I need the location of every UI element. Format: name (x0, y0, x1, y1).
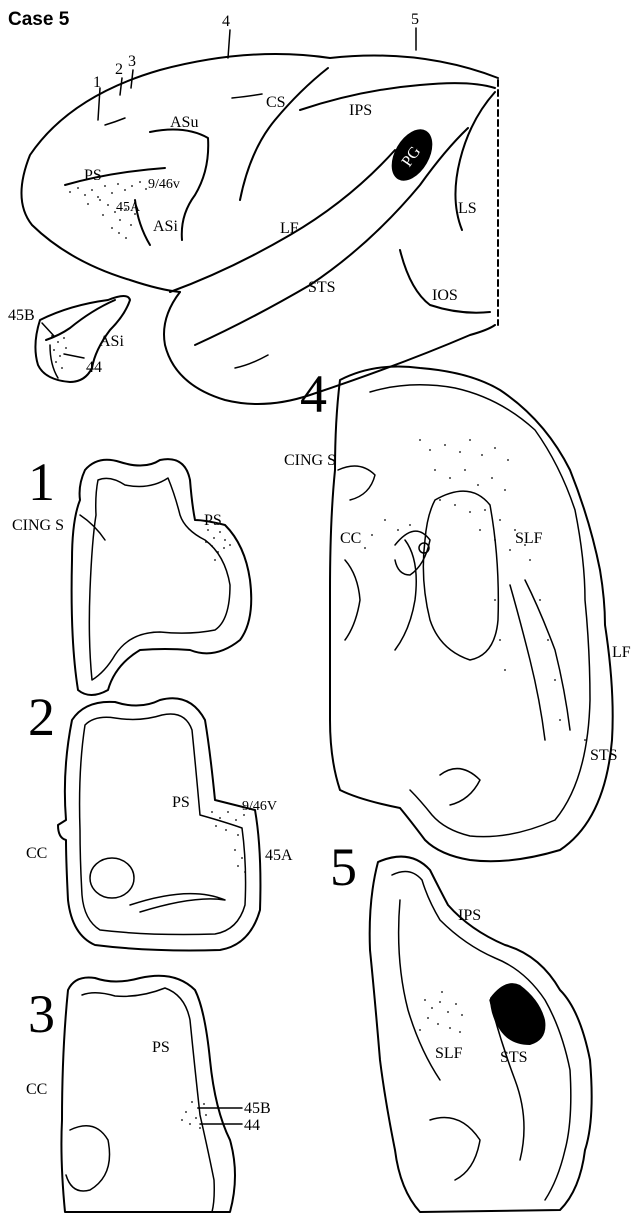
section-4-putamen (423, 491, 498, 660)
section-4-lateral-sulcus-fold (510, 585, 545, 740)
section-2-inner-contour (80, 714, 246, 935)
section-3-caudate (66, 1126, 110, 1191)
inset-label-45b: 45B (8, 307, 35, 324)
section-4-internal-capsule (395, 540, 416, 650)
section-4-label-cing: CING S (284, 452, 336, 469)
section-5: 5 IPS SLF STS (330, 837, 592, 1212)
section-3: 3 PS CC 45B 44 (26, 976, 271, 1212)
section-4-inner-contour (370, 385, 590, 837)
section-1-number: 1 (28, 452, 55, 512)
section-4-label-sts: STS (590, 747, 618, 764)
level-marker-2: 2 (115, 61, 123, 78)
arcuate-spur (105, 118, 125, 125)
section-4-temporal-fold (440, 769, 480, 805)
section-5-lower-fold (430, 1118, 480, 1181)
label-ps: PS (84, 167, 102, 184)
lateral-brain-view: 1 2 3 4 5 ASu CS (21, 11, 498, 404)
section-2-label-9-46v: 9/46V (242, 799, 277, 814)
label-sts: STS (308, 279, 336, 296)
section-4-outer-contour (330, 367, 613, 862)
section-2-striatum-fold (130, 894, 225, 912)
label-lf: LF (280, 220, 299, 237)
level-marker-1: 1 (93, 74, 101, 91)
section-5-labeled-cells (419, 991, 463, 1033)
label-9-46v: 9/46v (148, 177, 180, 192)
section-4-label-lf: LF (612, 644, 631, 661)
level-marker-3: 3 (128, 53, 136, 70)
inset-45b-pointer (42, 323, 54, 336)
section-4-labeled-cells (364, 439, 586, 741)
case-title: Case 5 (8, 9, 70, 30)
level-tick-2 (120, 78, 122, 95)
section-1-cingulate-fold (80, 515, 105, 540)
section-4: 4 CING S CC SLF LF STS (284, 364, 631, 861)
section-5-number: 5 (330, 837, 357, 897)
central-sulcus (240, 68, 328, 200)
section-3-label-ps: PS (152, 1039, 170, 1056)
label-ips: IPS (349, 102, 372, 119)
section-3-label-45b: 45B (244, 1100, 271, 1117)
level-marker-4: 4 (222, 13, 230, 30)
intraparietal-sulcus (300, 83, 495, 110)
label-ios: IOS (432, 287, 458, 304)
section-4-label-cc: CC (340, 530, 361, 547)
label-cs: CS (266, 94, 286, 111)
section-4-thalamus-left (345, 560, 360, 640)
level-tick-4 (228, 30, 230, 58)
temporal-pole-sulcus (235, 355, 268, 368)
section-3-number: 3 (28, 984, 55, 1044)
label-ls: LS (458, 200, 477, 217)
section-3-label-44: 44 (244, 1117, 260, 1134)
section-5-label-slf: SLF (435, 1045, 463, 1062)
inset-labeled-cells (51, 335, 67, 369)
arcuate-inset: 45B ASi 44 (8, 296, 130, 382)
section-4-label-slf: SLF (515, 530, 543, 547)
label-asu: ASu (170, 114, 198, 131)
section-5-label-ips: IPS (458, 907, 481, 924)
section-2-label-ps: PS (172, 794, 190, 811)
section-4-number: 4 (300, 364, 327, 424)
section-1-label-ps: PS (204, 512, 222, 529)
section-3-outer-contour (61, 976, 235, 1212)
section-1-labeled-cells (205, 529, 231, 561)
label-asi: ASi (153, 218, 178, 235)
section-3-label-cc: CC (26, 1081, 47, 1098)
section-2-ventricle (90, 858, 134, 898)
inset-44-pointer (64, 354, 84, 358)
section-5-label-sts: STS (500, 1049, 528, 1066)
section-1-label-cing: CING S (12, 517, 64, 534)
section-2: 2 PS 9/46V CC 45A (26, 687, 293, 950)
label-45a: 45A (116, 200, 141, 215)
section-4-lateral-sulcus-fold-2 (525, 580, 570, 730)
postcentral-dimple (232, 94, 262, 98)
inset-label-asi: ASi (99, 333, 124, 350)
inset-label-44: 44 (86, 359, 102, 376)
section-2-label-cc: CC (26, 845, 47, 862)
section-1-outer-contour (72, 459, 252, 695)
level-marker-5: 5 (411, 11, 419, 28)
level-tick-3 (131, 70, 133, 88)
section-5-inner-contour (392, 871, 571, 1200)
section-4-cingulate-fold (338, 466, 375, 500)
section-2-label-45a: 45A (265, 847, 293, 864)
level-tick-1 (98, 88, 100, 120)
section-5-ips-fold (399, 900, 440, 1080)
section-2-number: 2 (28, 687, 55, 747)
section-5-pg-injection (490, 983, 545, 1045)
section-1: 1 CING S PS (12, 452, 251, 695)
